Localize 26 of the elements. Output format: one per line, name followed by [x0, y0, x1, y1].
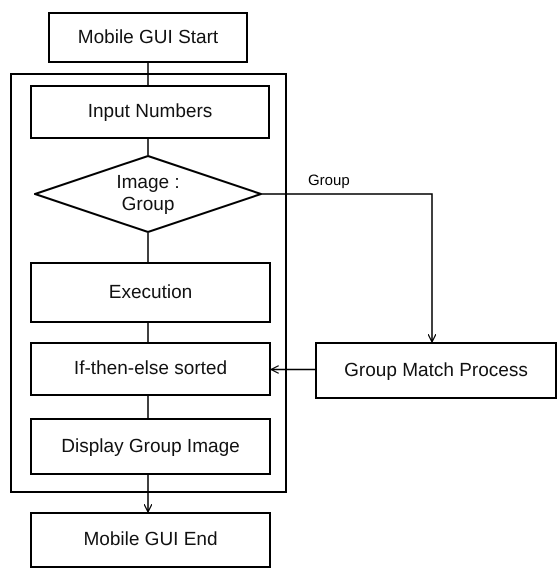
process-box: [48, 12, 248, 63]
arrow: [270, 364, 315, 374]
decision-diamond: [34, 155, 262, 233]
process-box: [30, 85, 270, 139]
process-box: [30, 418, 271, 475]
box-label: Input Numbers: [88, 101, 212, 123]
box-label: Execution: [108, 282, 192, 304]
connector-line: [147, 323, 149, 342]
process-box: [30, 262, 271, 323]
connector-line: [147, 396, 149, 418]
box-label: Mobile GUI Start: [78, 26, 218, 48]
box-label: If-then-else sorted: [74, 358, 228, 380]
box-label: Display Group Image: [61, 436, 240, 458]
edge-label: Group: [306, 172, 352, 189]
box-label: Mobile GUI End: [83, 529, 218, 551]
connector-line: [147, 139, 149, 155]
box-label: Image : Group: [115, 172, 181, 216]
box-label: Group Match Process: [344, 360, 528, 382]
arrow: [262, 193, 437, 343]
process-box: [315, 342, 557, 399]
connector-line: [147, 63, 149, 85]
process-box: [30, 512, 271, 568]
arrow: [143, 475, 153, 513]
connector-line: [147, 233, 149, 262]
group-frame: [10, 73, 287, 493]
process-box: [30, 342, 271, 396]
